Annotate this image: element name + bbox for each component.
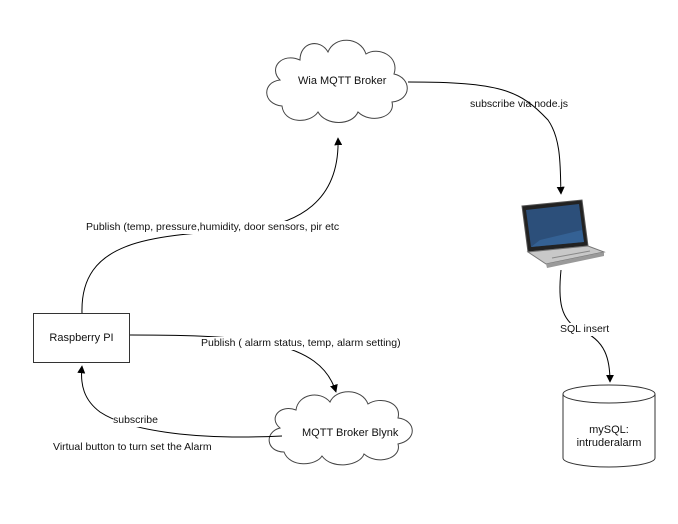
raspberry-pi-node[interactable]: Raspberry PI (33, 313, 130, 363)
subscribe-blynk-label: subscribe (113, 414, 158, 427)
wia-broker-label: Wia MQTT Broker (298, 75, 387, 87)
database-label: mySQL: intruderalarm (576, 424, 642, 450)
edge-subscribe-blynk (77, 365, 283, 438)
blynk-broker-label: MQTT Broker Blynk (302, 427, 399, 439)
publish-alarm-label: Publish ( alarm status, temp, alarm sett… (201, 337, 401, 350)
database-icon (562, 384, 656, 468)
laptop-icon (521, 199, 606, 268)
publish-sensors-label: Publish (temp, pressure,humidity, door s… (86, 221, 340, 234)
edge-subscribe-nodejs (407, 81, 565, 195)
subscribe-nodejs-label: subscribe via node.js (470, 98, 569, 110)
raspberry-pi-label: Raspberry PI (49, 332, 114, 344)
virtual-button-note: Virtual button to turn set the Alarm (53, 441, 212, 453)
blynk-broker-cloud-icon[interactable] (268, 391, 413, 466)
wia-broker-cloud-icon[interactable] (266, 39, 408, 123)
sql-insert-label: SQL insert (560, 323, 610, 336)
